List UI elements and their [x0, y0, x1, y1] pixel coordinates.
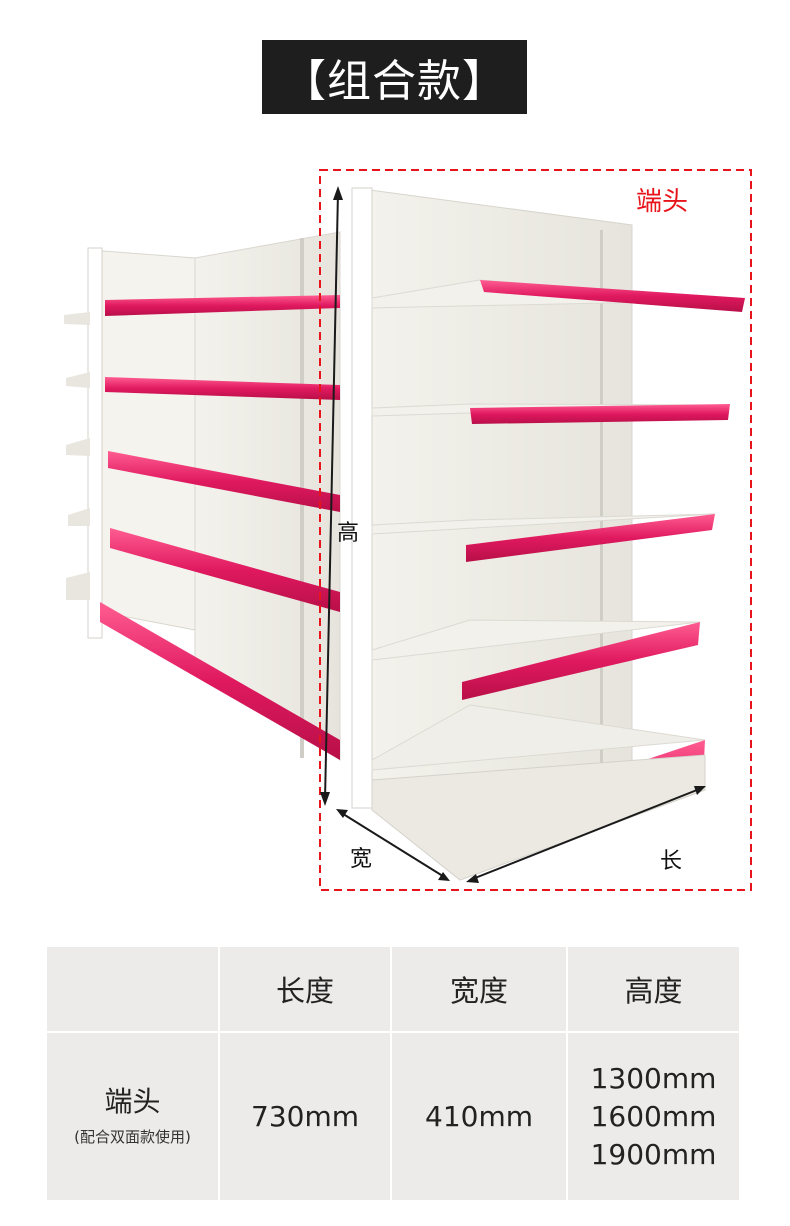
double-sided-shelf: [64, 231, 341, 761]
spec-table: 长度 宽度 高度 端头 (配合双面款使用) 730mm 410mm 1300mm…: [45, 945, 741, 1202]
header-cell-empty: [45, 945, 220, 1033]
table-header-row: 长度 宽度 高度: [45, 945, 741, 1033]
dim-length-label: 长: [660, 849, 682, 874]
height-value: 1300mm: [590, 1061, 717, 1095]
height-value: 1900mm: [590, 1137, 717, 1171]
callout-label: 端头: [636, 187, 688, 217]
dimension-lines: [320, 186, 706, 883]
row-note: (配合双面款使用): [74, 1127, 191, 1146]
dim-width-label: 宽: [350, 847, 372, 872]
table-row: 端头 (配合双面款使用) 730mm 410mm 1300mm 1600mm 1…: [45, 1031, 741, 1202]
page-title: 【组合款】: [262, 40, 527, 114]
header-cell-length: 长度: [218, 945, 392, 1033]
height-value: 1600mm: [590, 1099, 717, 1133]
dim-height-label: 高: [337, 521, 359, 546]
end-cap-callout-frame: [319, 169, 752, 891]
shelf-product-photo: 端头 高 宽 长: [64, 169, 752, 891]
length-value-cell: 730mm: [218, 1031, 392, 1202]
row-label-cell: 端头 (配合双面款使用): [45, 1031, 220, 1202]
width-value-cell: 410mm: [390, 1031, 568, 1202]
end-cap-shelf: [351, 187, 746, 881]
header-cell-height: 高度: [566, 945, 741, 1033]
row-name: 端头: [104, 1084, 161, 1118]
header-cell-width: 宽度: [390, 945, 568, 1033]
height-values-cell: 1300mm 1600mm 1900mm: [566, 1031, 741, 1202]
